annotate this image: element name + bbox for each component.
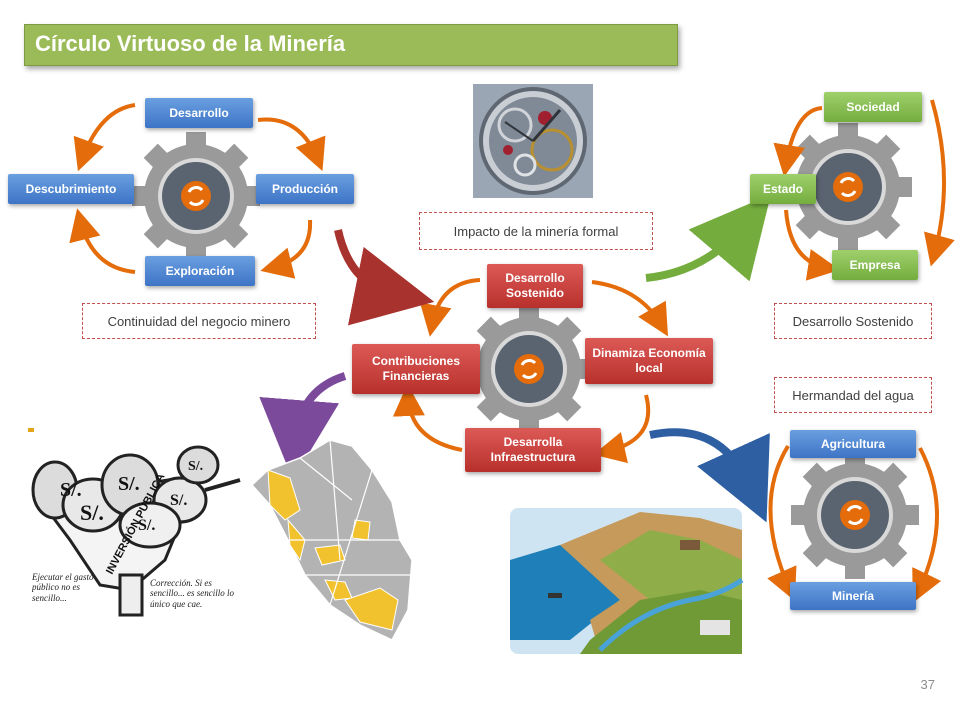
- cartoon-bag-text: S/.: [118, 473, 140, 495]
- node-agricultura: Agricultura: [790, 430, 916, 458]
- node-dinamiza-economia: Dinamiza Economía local: [585, 338, 713, 384]
- page-title: Círculo Virtuoso de la Minería: [35, 31, 346, 56]
- cycle-arrow: [773, 106, 823, 177]
- cycle-arrow: [923, 99, 955, 267]
- node-sociedad: Sociedad: [824, 92, 922, 122]
- connector-arrow: [259, 372, 347, 480]
- cartoon-bag-text: S/.: [170, 492, 187, 509]
- cycle-arrow: [392, 384, 463, 452]
- caption-watch: Impacto de la minería formal: [419, 212, 653, 250]
- node-desarrollo-sostenido: Desarrollo Sostenido: [487, 264, 583, 308]
- node-produccion: Producción: [256, 174, 354, 204]
- cartoon-image: [24, 440, 246, 648]
- cycle-arrow: [912, 447, 942, 603]
- node-contribuciones-financieras: Contribuciones Financieras: [352, 344, 480, 394]
- gear-icon: [463, 303, 595, 435]
- connector-arrow: [649, 428, 770, 523]
- cartoon-right-note: Corrección. Si es sencillo... es sencill…: [150, 578, 234, 609]
- cartoon-left-note: Ejecutar el gasto público no es sencillo…: [32, 572, 94, 603]
- connector-arrow: [645, 194, 771, 282]
- connector-arrow: [334, 229, 435, 326]
- peru-map: [250, 439, 413, 641]
- cartoon-left-note-text: Ejecutar el gasto público no es sencillo…: [32, 572, 94, 603]
- gear-icon: [130, 130, 262, 262]
- node-desarrolla-infraestructura: Desarrolla Infraestructura: [465, 428, 601, 472]
- title-bar: Círculo Virtuoso de la Minería: [24, 24, 678, 66]
- cartoon-bag-text: S/.: [60, 479, 82, 501]
- cycle-arrow: [260, 219, 313, 279]
- cartoon-right-note-text: Corrección. Si es sencillo... es sencill…: [150, 578, 234, 609]
- cycle-arrow: [767, 444, 797, 601]
- cycle-arrow: [257, 117, 326, 172]
- cycle-arrow: [784, 209, 840, 281]
- caption-cycle1: Continuidad del negocio minero: [82, 303, 316, 339]
- node-exploracion: Exploración: [145, 256, 255, 286]
- cycle-arrow: [419, 278, 481, 337]
- cycle-arrow: [69, 208, 136, 274]
- node-empresa: Empresa: [832, 250, 918, 280]
- landscape-image: [510, 508, 744, 654]
- watch-image: [473, 84, 593, 198]
- cartoon-bag-text: S/.: [188, 459, 203, 474]
- small-mark: [28, 428, 34, 432]
- gear-icon: [789, 449, 921, 581]
- cycle-arrow: [593, 394, 651, 464]
- cycle-arrow: [73, 103, 136, 172]
- node-descubrimiento: Descubrimiento: [8, 174, 134, 204]
- caption-cycle4: Hermandad del agua: [774, 377, 932, 413]
- cartoon-bag-text: S/.: [80, 500, 104, 525]
- node-desarrollo: Desarrollo: [145, 98, 253, 128]
- cycle-arrow: [591, 280, 669, 337]
- page-number: 37: [920, 677, 935, 692]
- caption-cycle3: Desarrollo Sostenido: [774, 303, 932, 339]
- cartoon-bag-text: S/.: [138, 517, 155, 534]
- node-estado: Estado: [750, 174, 816, 204]
- node-mineria: Minería: [790, 582, 916, 610]
